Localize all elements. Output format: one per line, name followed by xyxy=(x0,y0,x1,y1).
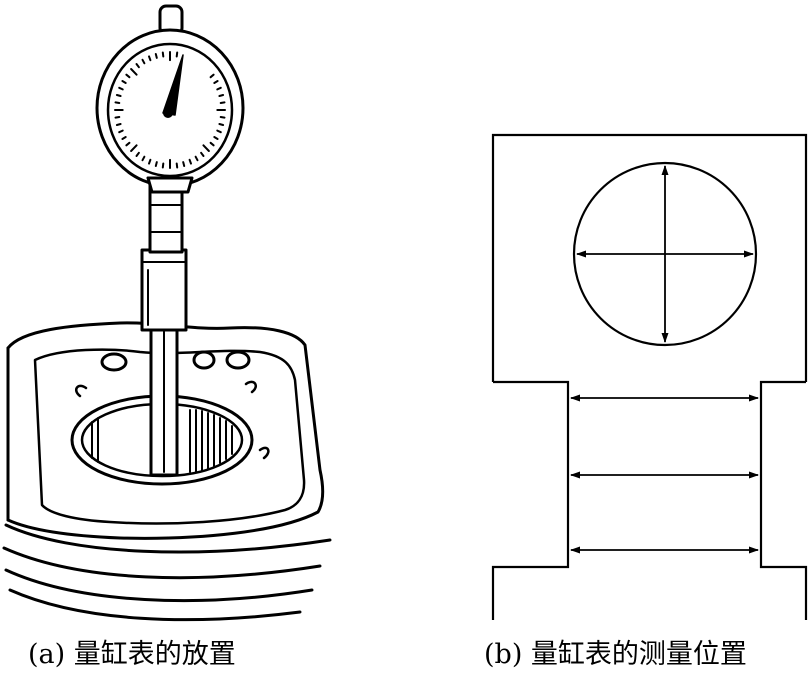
gauge-rod xyxy=(149,323,179,477)
dial-tick xyxy=(125,73,131,79)
top-view-frame xyxy=(491,133,808,382)
dial-tick xyxy=(200,151,205,157)
hook-mark-2 xyxy=(244,380,257,394)
dial-tick xyxy=(219,116,226,119)
dial-tick xyxy=(209,73,215,79)
dial-tick xyxy=(141,58,146,65)
dial-tick xyxy=(154,161,158,167)
dial-tick xyxy=(154,53,158,59)
dial-tick xyxy=(115,123,122,126)
cylinder-fins xyxy=(2,523,332,622)
dial-tick xyxy=(216,129,222,134)
dial-tick xyxy=(130,144,138,152)
cylinder-block-outline xyxy=(6,321,325,540)
dial-tick xyxy=(121,80,127,84)
dial-tick xyxy=(175,51,179,58)
dial-tick xyxy=(141,155,146,162)
caption-a: (a) 量缸表的放置 xyxy=(28,639,236,670)
dial-tick xyxy=(175,162,179,169)
dial-tick xyxy=(161,51,165,58)
dial-tick xyxy=(148,55,152,62)
caption-b: (b) 量缸表的测量位置 xyxy=(484,639,747,670)
cylinder-wall-right xyxy=(759,380,808,620)
dial-tick xyxy=(118,129,124,134)
dial-tick xyxy=(114,116,121,119)
dial-tick xyxy=(194,155,199,162)
dial-tick xyxy=(114,101,121,104)
dial-tick xyxy=(213,136,219,140)
dial-tick xyxy=(115,94,122,97)
dial-tick xyxy=(130,68,138,76)
panel-a-gauge-placement xyxy=(2,4,332,622)
dial-gauge-icon xyxy=(95,28,245,188)
dial-tick xyxy=(182,161,186,167)
dial-tick xyxy=(148,158,152,165)
bolt-hole-3 xyxy=(225,350,251,370)
dial-tick xyxy=(213,80,219,84)
dial-tick xyxy=(209,141,215,147)
dial-tick xyxy=(135,151,140,157)
dial-tick xyxy=(188,158,192,165)
gasket-outline xyxy=(33,348,306,525)
bolt-hole-1 xyxy=(100,352,128,372)
dial-tick xyxy=(216,86,222,91)
hook-mark-3 xyxy=(258,446,270,460)
dial-tick xyxy=(218,94,225,97)
dial-tick xyxy=(125,141,131,147)
panel-b-measurement-positions xyxy=(491,133,808,620)
dial-tick xyxy=(135,63,140,69)
dial-tick xyxy=(118,86,124,91)
dial-tick xyxy=(161,162,165,169)
hook-mark-1 xyxy=(75,384,88,398)
dial-tick xyxy=(219,101,226,104)
bore-circle-top-view xyxy=(572,161,758,347)
dial-tick xyxy=(202,144,210,152)
bolt-hole-2 xyxy=(192,350,216,370)
dial-tick xyxy=(218,123,225,126)
bore-shading xyxy=(91,409,233,473)
cylinder-wall-left xyxy=(491,380,570,620)
dial-tick xyxy=(121,136,127,140)
